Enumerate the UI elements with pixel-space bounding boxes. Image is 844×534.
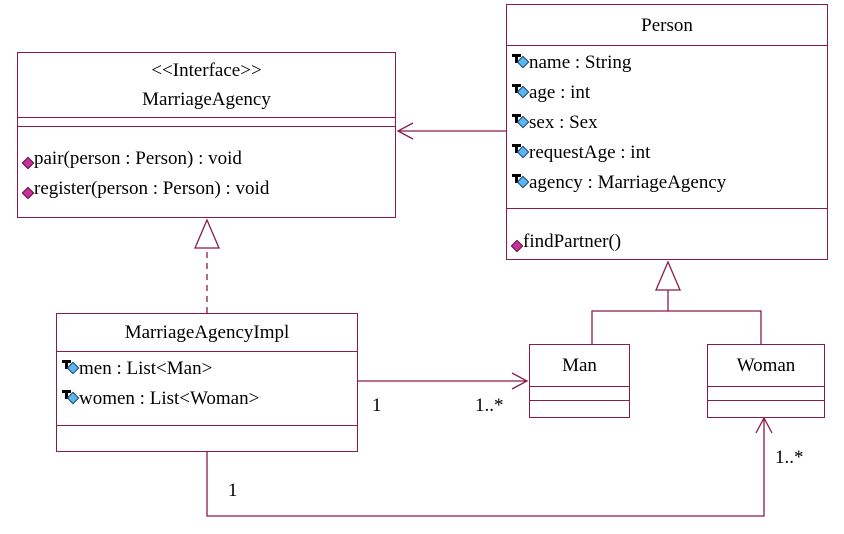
attribute-text: men : List<Man>: [79, 358, 213, 379]
method-row: findPartner(): [507, 227, 827, 257]
class-marriage-agency-impl[interactable]: MarriageAgencyImpl men : List<Man> women…: [56, 313, 358, 452]
multiplicity-impl-woman-source: 1: [228, 480, 238, 501]
private-attribute-icon: [511, 83, 531, 99]
method-row: pair(person : Person) : void: [18, 144, 395, 174]
method-row: register(person : Person) : void: [18, 174, 395, 204]
attribute-row: sex : Sex: [507, 108, 827, 138]
attribute-row: men : List<Man>: [57, 354, 357, 384]
public-method-icon: [510, 232, 524, 253]
private-attribute-icon: [511, 113, 531, 129]
interface-methods: pair(person : Person) : void register(pe…: [18, 127, 395, 204]
class-man-name: Man: [530, 345, 629, 387]
interface-header: <<Interface>> MarriageAgency: [18, 53, 395, 118]
class-man[interactable]: Man: [529, 344, 630, 418]
attribute-text: agency : MarriageAgency: [529, 172, 727, 193]
class-impl-attributes: men : List<Man> women : List<Woman>: [57, 352, 357, 426]
public-method-icon: [21, 149, 35, 170]
class-man-attributes: [530, 387, 629, 401]
private-attribute-icon: [511, 143, 531, 159]
interface-attributes: [18, 118, 395, 127]
class-woman-attributes: [708, 387, 824, 401]
stereotype-label: <<Interface>>: [151, 60, 262, 81]
multiplicity-impl-woman-target: 1..*: [775, 447, 804, 468]
class-person[interactable]: Person name : String age : int sex : Sex…: [506, 4, 828, 260]
class-woman[interactable]: Woman: [707, 344, 825, 418]
attribute-text: name : String: [529, 52, 632, 73]
attribute-row: women : List<Woman>: [57, 384, 357, 414]
multiplicity-impl-man-source: 1: [372, 395, 382, 416]
private-attribute-icon: [511, 173, 531, 189]
private-attribute-icon: [61, 389, 81, 405]
attribute-text: sex : Sex: [529, 112, 598, 133]
private-attribute-icon: [61, 359, 81, 375]
impl-man-association: [358, 372, 529, 390]
attribute-text: requestAge : int: [529, 142, 651, 163]
impl-woman-association: [206, 416, 773, 517]
attribute-row: age : int: [507, 78, 827, 108]
method-text: pair(person : Person) : void: [34, 148, 242, 169]
attribute-row: agency : MarriageAgency: [507, 168, 827, 198]
multiplicity-impl-man-target: 1..*: [475, 395, 504, 416]
class-impl-name: MarriageAgencyImpl: [57, 314, 357, 352]
realization-arrow: [194, 218, 220, 313]
attribute-text: age : int: [529, 82, 591, 103]
generalization-arrow: [591, 260, 762, 344]
attribute-row: requestAge : int: [507, 138, 827, 168]
interface-marriage-agency[interactable]: <<Interface>> MarriageAgency pair(person…: [17, 52, 396, 218]
public-method-icon: [21, 179, 35, 200]
class-woman-name: Woman: [708, 345, 824, 387]
private-attribute-icon: [511, 53, 531, 69]
method-text: register(person : Person) : void: [34, 178, 270, 199]
class-person-methods: findPartner(): [507, 209, 827, 257]
attribute-row: name : String: [507, 48, 827, 78]
class-person-name: Person: [507, 5, 827, 46]
class-person-attributes: name : String age : int sex : Sex reques…: [507, 46, 827, 209]
interface-name: MarriageAgency: [142, 89, 271, 110]
attribute-text: women : List<Woman>: [79, 388, 260, 409]
method-text: findPartner(): [523, 231, 622, 252]
person-agency-association: [396, 122, 506, 140]
